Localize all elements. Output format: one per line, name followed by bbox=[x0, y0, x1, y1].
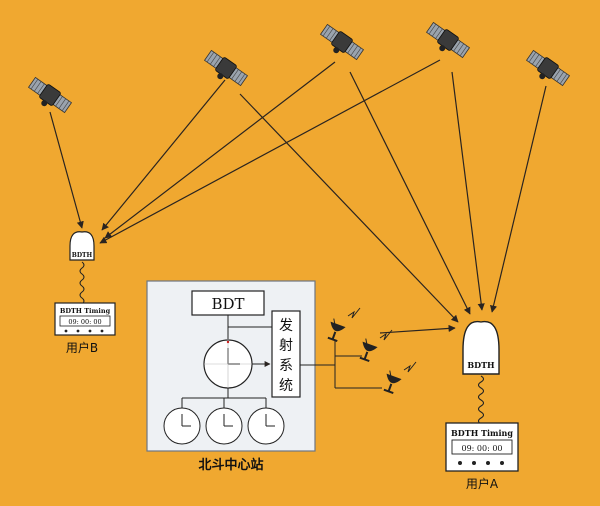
signal-wave bbox=[379, 329, 393, 341]
signal-arrows bbox=[49, 59, 547, 334]
central-station: BDT 发 射 系 统 北斗中心站 bbox=[146, 280, 316, 473]
arrow-sat4-userb bbox=[99, 59, 441, 244]
arrow-sat2-usera bbox=[239, 93, 459, 323]
display-time: 09: 00: 00 bbox=[68, 318, 101, 326]
display-title: BDTH Timing bbox=[60, 307, 111, 315]
user-b: BDTH BDTH Timing 09: 00: 00 用户B bbox=[54, 231, 116, 355]
display-screen bbox=[451, 439, 513, 455]
antenna-dome bbox=[462, 320, 500, 375]
arrow-sat5-usera bbox=[490, 85, 547, 313]
user-a-caption: 用户A bbox=[466, 476, 499, 491]
signal-wave bbox=[347, 307, 361, 319]
arrow-sat3-usera bbox=[349, 71, 471, 315]
arrow-sat1-userb bbox=[49, 111, 84, 229]
display-time: 09: 00: 00 bbox=[461, 444, 502, 453]
transmit-system-box bbox=[271, 310, 301, 398]
arrow-dish-usera bbox=[379, 324, 456, 334]
transmit-label-1: 发 bbox=[279, 318, 293, 334]
display-screen bbox=[59, 315, 111, 327]
user-a: BDTH BDTH Timing 09: 00: 00 用户A bbox=[445, 320, 519, 491]
transmit-label-4: 统 bbox=[279, 378, 293, 394]
arrow-sat4-usera bbox=[451, 71, 485, 311]
antenna-label: BDTH bbox=[467, 360, 495, 370]
bdt-label: BDT bbox=[211, 295, 244, 313]
antenna-cable bbox=[79, 261, 85, 305]
antenna-label: BDTH bbox=[72, 252, 93, 259]
arrow-sat3-userb bbox=[104, 61, 336, 239]
transmit-label-3: 系 bbox=[279, 358, 293, 374]
station-caption: 北斗中心站 bbox=[198, 457, 263, 473]
transmit-label-2: 射 bbox=[279, 338, 293, 354]
bdt-box bbox=[191, 290, 265, 316]
user-b-caption: 用户B bbox=[66, 340, 98, 355]
antenna-dome bbox=[69, 231, 95, 261]
arrow-sat2-userb bbox=[101, 79, 226, 231]
antenna-cable bbox=[477, 375, 485, 425]
ground-antennas bbox=[300, 307, 417, 396]
display-title: BDTH Timing bbox=[451, 428, 513, 438]
signal-wave bbox=[403, 361, 417, 373]
